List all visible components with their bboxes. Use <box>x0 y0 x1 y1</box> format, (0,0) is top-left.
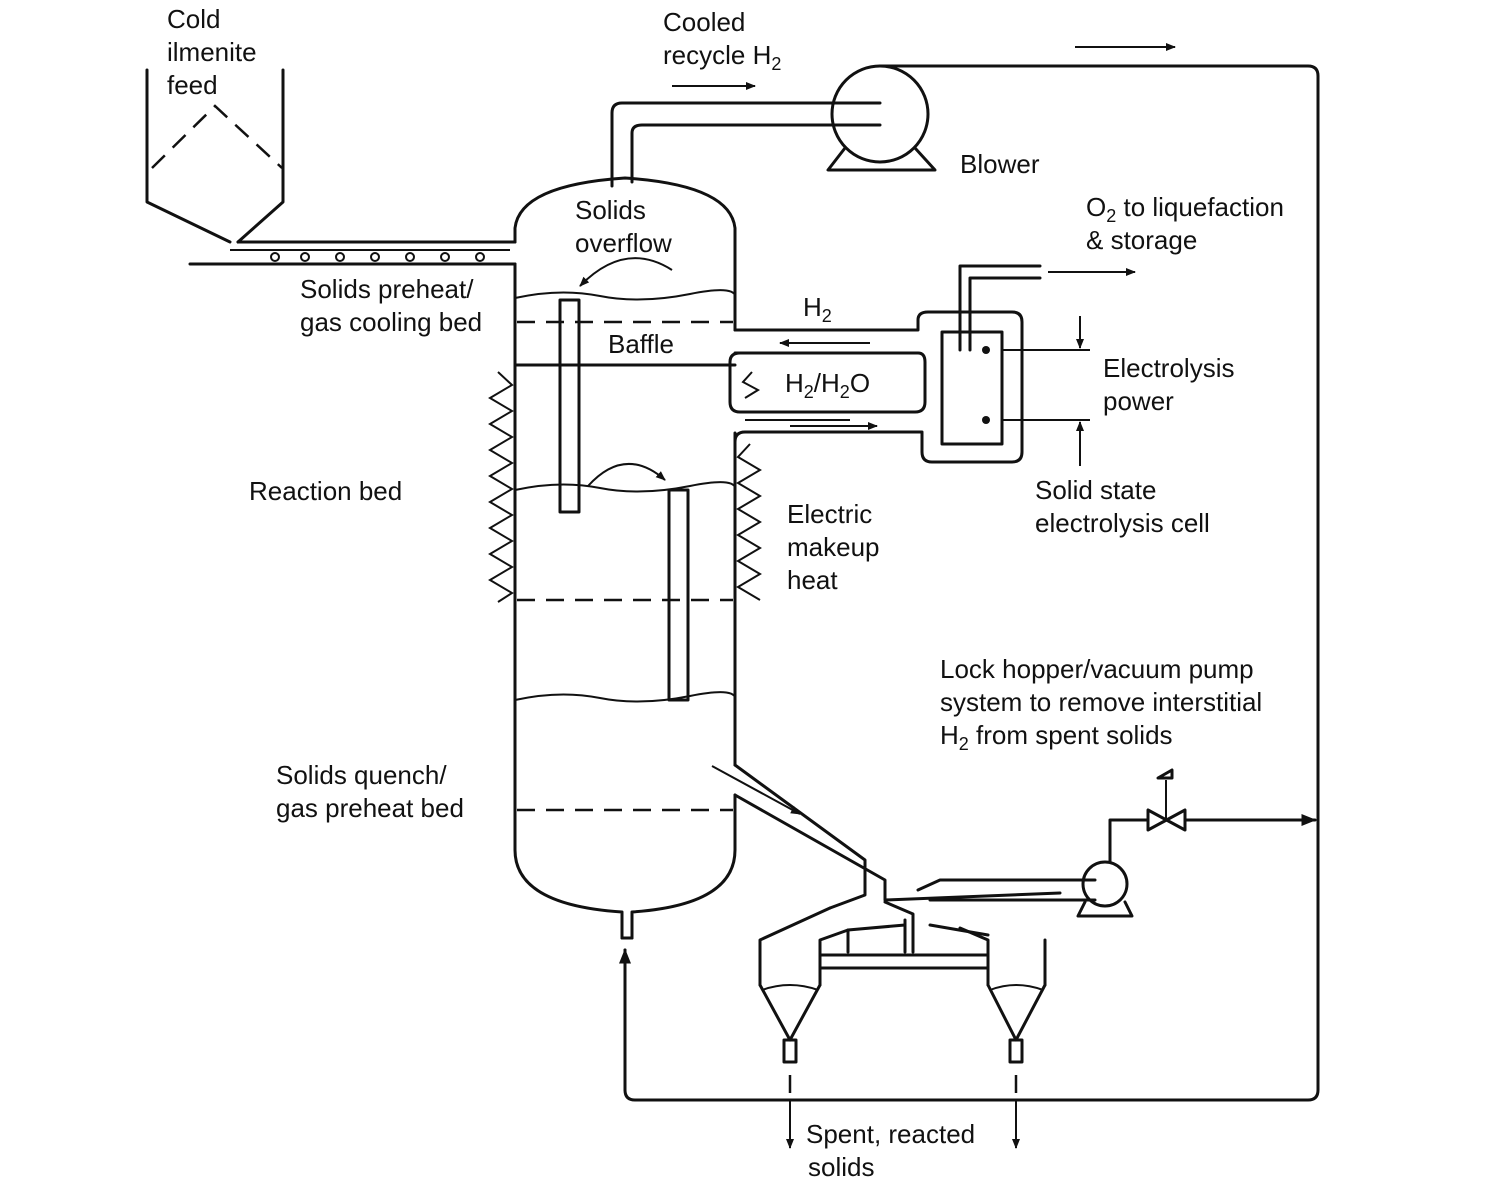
o2-liquefaction-label: O2 to liquefaction & storage <box>1086 192 1284 255</box>
h2-loop <box>728 310 1024 464</box>
lock-hoppers <box>758 906 1047 1149</box>
cold-feed-label: Cold ilmenite feed <box>167 4 257 100</box>
electrolysis-cell <box>940 264 1136 466</box>
blower <box>619 43 1320 1102</box>
lock-hopper-label: Lock hopper/vacuum pump system to remove… <box>940 654 1263 754</box>
reaction-bed-label: Reaction bed <box>249 476 403 506</box>
makeup-heat-label: Electric makeup heat <box>787 499 880 595</box>
electrolysis-cell-label: Solid state electrolysis cell <box>1035 475 1210 538</box>
h2-h2o-label: H2/H2O <box>785 368 871 402</box>
recycle-pipe <box>610 82 882 188</box>
discharge-pipe <box>711 763 1062 954</box>
electrolysis-power-label: Electrolysis power <box>1103 353 1235 416</box>
h2-label: H2 <box>803 292 832 326</box>
ilmenite-feed-hopper <box>145 68 285 244</box>
solids-overflow-label: Solids overflow <box>575 195 672 258</box>
spent-solids-label: Spent, reacted solids <box>806 1119 976 1182</box>
vacuum-pump-valve <box>916 768 1317 918</box>
cooled-recycle-label: Cooled recycle H2 <box>663 7 782 74</box>
blower-label: Blower <box>960 149 1040 179</box>
baffle-label: Baffle <box>608 329 675 359</box>
reactor-vessel <box>513 176 737 940</box>
preheat-bed-label: Solids preheat/ gas cooling bed <box>300 274 483 337</box>
quench-bed-label: Solids quench/ gas preheat bed <box>276 760 464 823</box>
screw-feeder <box>188 240 517 266</box>
electric-heaters <box>488 371 762 603</box>
downcomers <box>558 257 690 702</box>
